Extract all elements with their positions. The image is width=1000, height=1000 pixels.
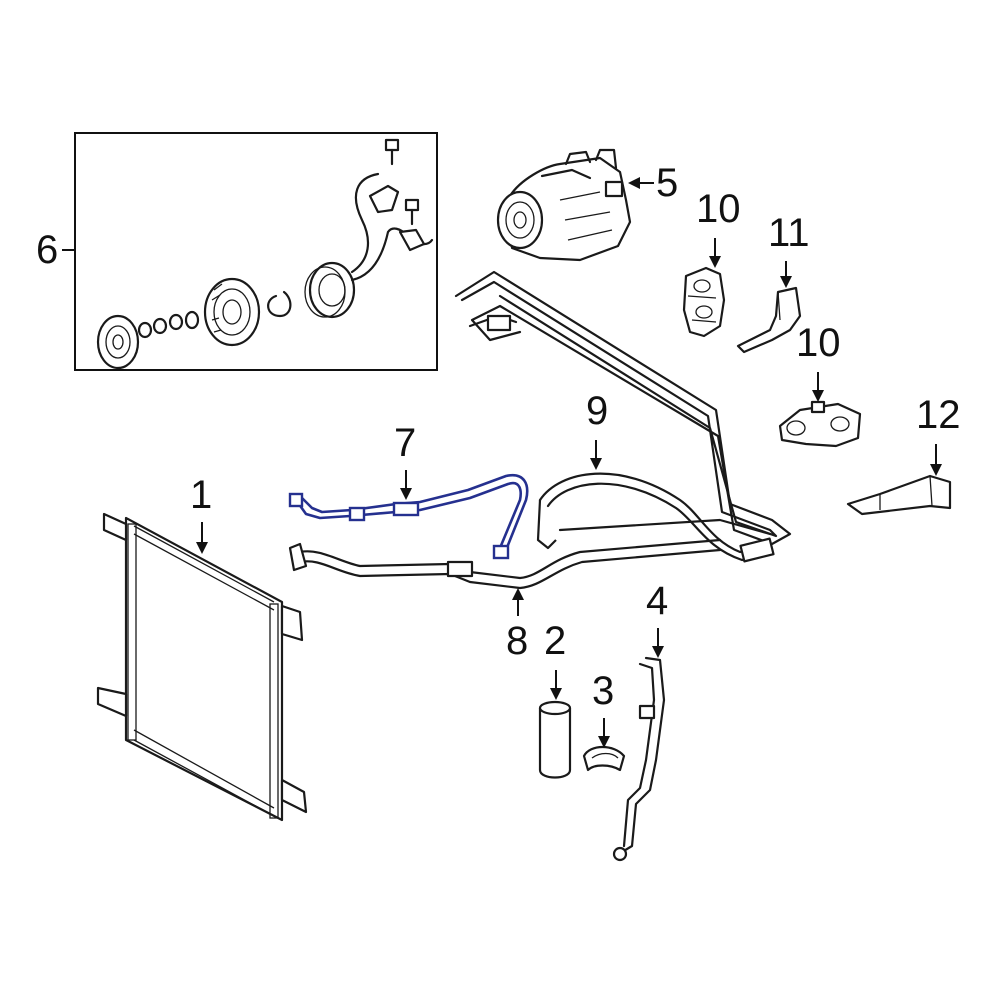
callout-10-upper: 10 [696, 187, 741, 268]
callout-4-label: 4 [646, 579, 668, 623]
callout-10-lower: 10 [796, 321, 841, 402]
bracket-11[interactable] [736, 286, 802, 354]
callout-5: 5 [628, 161, 678, 205]
callout-1: 1 [190, 473, 212, 554]
callout-5-label: 5 [656, 161, 678, 205]
liquid-line-4[interactable] [612, 656, 666, 862]
callout-9-label: 9 [586, 389, 608, 433]
clutch-kit-inset[interactable] [74, 132, 438, 371]
callout-12: 12 [916, 393, 961, 476]
callout-2-label: 2 [544, 619, 566, 663]
drier-bracket[interactable] [582, 745, 626, 772]
callout-10-lower-label: 10 [796, 321, 841, 365]
callout-7-label: 7 [394, 421, 416, 465]
compressor[interactable] [496, 148, 632, 262]
callout-10-upper-label: 10 [696, 187, 741, 231]
callout-8-label: 8 [506, 619, 528, 663]
discharge-hose-7[interactable] [288, 473, 529, 560]
callout-6-label: 6 [36, 228, 58, 272]
callout-2: 2 [544, 619, 566, 700]
callout-3-label: 3 [592, 669, 614, 713]
line-clamp-upper[interactable] [682, 266, 726, 338]
line-assembly[interactable] [454, 270, 792, 546]
callout-11: 11 [768, 211, 810, 288]
callout-1-label: 1 [190, 473, 212, 517]
callout-11-label: 11 [768, 211, 810, 255]
liquid-line-8[interactable] [288, 538, 722, 590]
bracket-12[interactable] [846, 474, 952, 516]
callout-7: 7 [394, 421, 416, 500]
line-clamp-lower[interactable] [778, 400, 862, 448]
callout-12-label: 12 [916, 393, 961, 437]
callout-9: 9 [586, 389, 608, 470]
condenser[interactable] [96, 512, 308, 822]
receiver-drier[interactable] [538, 700, 572, 779]
callout-6: 6 [36, 228, 75, 272]
callout-8: 8 [506, 588, 528, 663]
callout-3: 3 [592, 669, 614, 748]
callout-4: 4 [646, 579, 668, 658]
